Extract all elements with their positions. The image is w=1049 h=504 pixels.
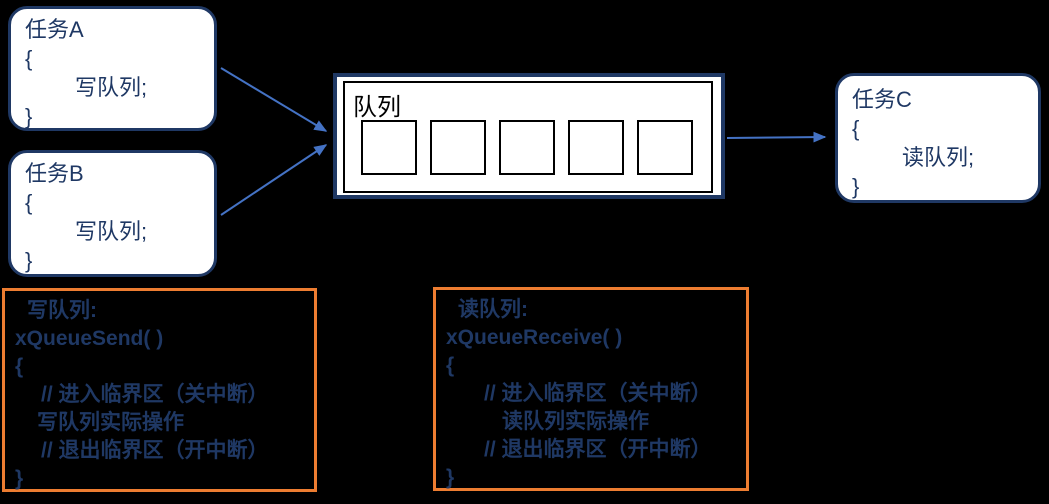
send-line: 写队列实际操作	[37, 411, 184, 434]
queue-slot	[361, 120, 417, 175]
send-code-box: 写队列: xQueueSend( ) { // 进入临界区（关中断） 写队列实际…	[2, 288, 317, 492]
task-a-title: 任务A	[25, 17, 84, 42]
task-a-node: 任务A { 写队列; }	[8, 6, 217, 131]
queue-slot	[499, 120, 555, 175]
receive-line: // 进入临界区（关中断）	[484, 382, 712, 405]
queue-inner-frame: 队列	[343, 81, 713, 193]
task-c-close-brace: }	[852, 174, 860, 199]
arrow-task-b-to-queue	[220, 144, 328, 216]
receive-line: }	[446, 466, 455, 489]
receive-line: xQueueReceive( )	[446, 326, 623, 349]
task-a-open-brace: {	[25, 46, 33, 71]
send-line: 写队列:	[27, 299, 97, 322]
task-a-close-brace: }	[25, 104, 33, 129]
task-b-open-brace: {	[25, 190, 33, 215]
send-line: xQueueSend( )	[15, 327, 164, 350]
queue-slot	[637, 120, 693, 175]
arrow-queue-to-task-c	[726, 131, 827, 143]
task-a-body: 写队列;	[75, 75, 148, 100]
send-line: // 进入临界区（关中断）	[41, 383, 269, 406]
task-b-node: 任务B { 写队列; }	[8, 150, 217, 277]
arrow-task-a-to-queue	[220, 67, 328, 132]
queue-slot	[430, 120, 486, 175]
task-c-open-brace: {	[852, 116, 860, 141]
task-b-title: 任务B	[25, 161, 84, 186]
send-line: // 退出临界区（开中断）	[41, 439, 269, 462]
task-c-title: 任务C	[852, 87, 912, 112]
queue-label: 队列	[353, 93, 401, 121]
queue-slots	[361, 120, 693, 175]
task-b-body: 写队列;	[75, 219, 148, 244]
send-line: }	[15, 467, 24, 490]
receive-line: 读队列实际操作	[502, 410, 649, 433]
task-c-body: 读队列;	[902, 145, 975, 170]
task-c-node: 任务C { 读队列; }	[835, 73, 1041, 203]
receive-line: // 退出临界区（开中断）	[484, 438, 712, 461]
task-b-close-brace: }	[25, 248, 33, 273]
receive-line: {	[446, 354, 455, 377]
send-line: {	[15, 355, 24, 378]
receive-code-box: 读队列: xQueueReceive( ) { // 进入临界区（关中断） 读队…	[433, 287, 749, 491]
queue-node: 队列	[333, 73, 725, 199]
receive-line: 读队列:	[458, 298, 528, 321]
queue-slot	[568, 120, 624, 175]
